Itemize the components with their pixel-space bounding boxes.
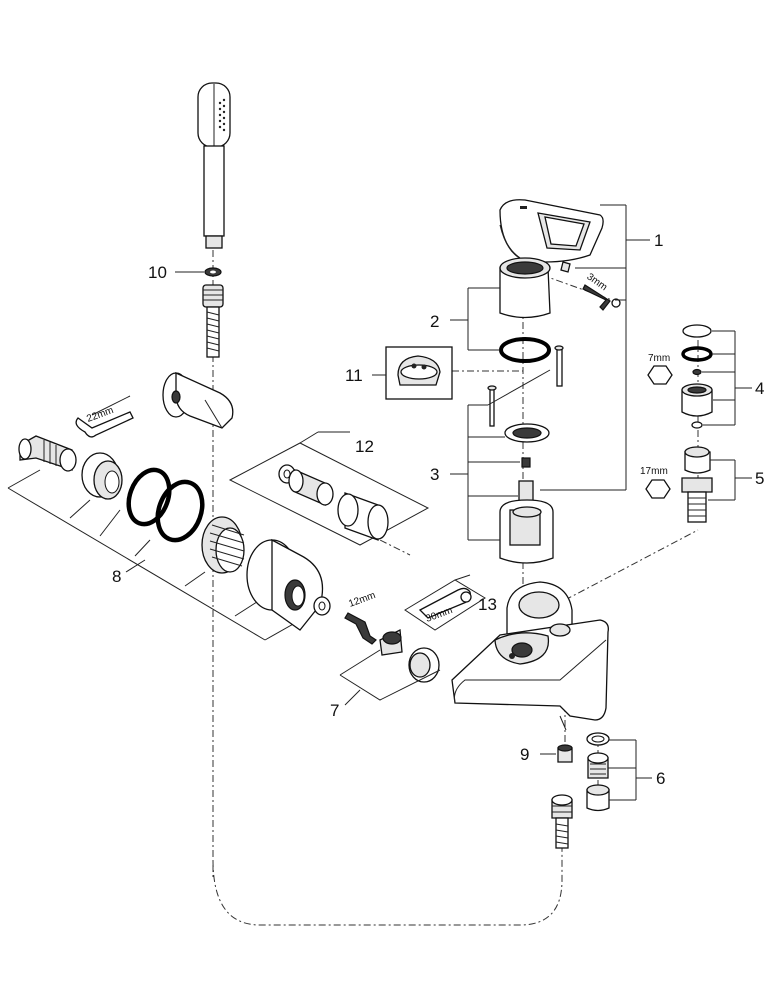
dim-7mm: 7mm: [648, 353, 670, 364]
dimension-labels: 3mm 22mm 12mm 30mm 7mm 17mm: [85, 271, 670, 624]
label-part-8: 8: [112, 567, 121, 586]
washer-part-10: [204, 267, 222, 277]
cartridge-part-3: [487, 345, 564, 564]
dim-12mm: 12mm: [347, 590, 377, 610]
label-part-1: 1: [654, 231, 663, 250]
hose-connector: [551, 794, 573, 849]
label-part-2: 2: [430, 312, 439, 331]
connection-part-7: [339, 628, 441, 701]
hand-shower: [197, 82, 231, 249]
aerator-part-6: [586, 732, 610, 812]
wrench-22mm: [75, 395, 134, 438]
lever-handle-part-1: [499, 199, 621, 311]
label-part-9: 9: [520, 745, 529, 764]
wall-holder: [162, 371, 234, 429]
label-part-6: 6: [656, 769, 665, 788]
restrictor-part-9: [557, 744, 573, 763]
check-valve-part-4: [647, 324, 713, 429]
mixer-body: [451, 581, 609, 731]
conversion-kit-part-12: [228, 431, 430, 546]
label-part-3: 3: [430, 465, 439, 484]
wall-fitting-group: [7, 435, 331, 641]
wrench-part-13: [404, 579, 486, 631]
label-part-7: 7: [330, 701, 339, 720]
part-labels: 1 2 3 4 5 6 7 8 9 10 11 12 13: [112, 231, 764, 788]
label-part-4: 4: [755, 379, 764, 398]
label-part-5: 5: [755, 469, 764, 488]
label-part-11: 11: [345, 366, 363, 385]
allen-key-12mm: [344, 612, 377, 645]
sleeve-part-2: [499, 257, 551, 363]
shower-hose: [202, 284, 224, 358]
leader-lines: [125, 204, 752, 801]
flow-cartridge-part-5: [645, 446, 713, 523]
label-part-10: 10: [148, 263, 167, 282]
bonnet-part-11: [385, 346, 453, 400]
dim-17mm: 17mm: [640, 466, 668, 477]
label-part-13: 13: [478, 595, 497, 614]
label-part-12: 12: [355, 437, 374, 456]
